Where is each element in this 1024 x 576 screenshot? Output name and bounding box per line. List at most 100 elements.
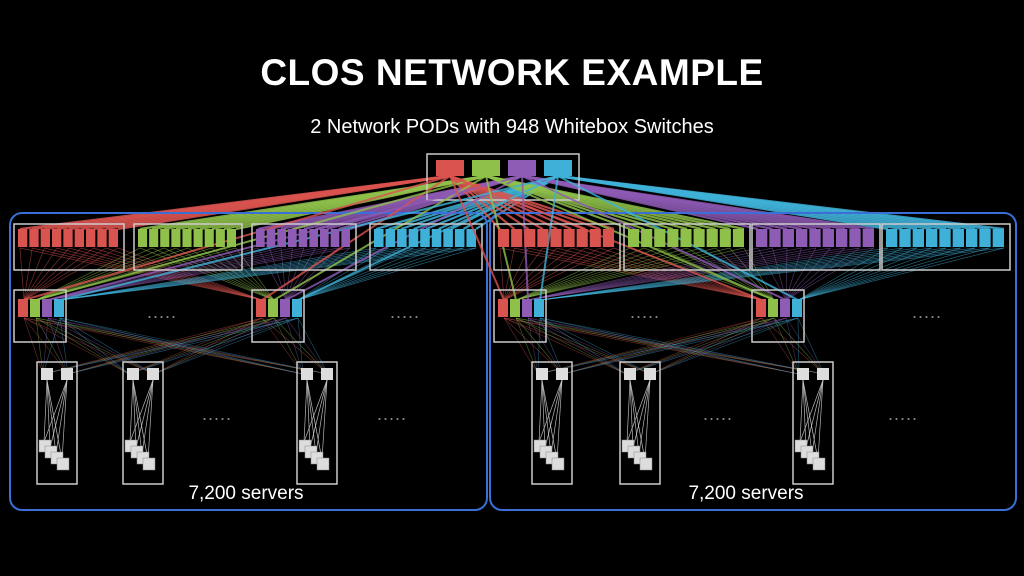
rack-box [122,361,164,485]
superspine-leaf-link [797,247,889,301]
superspine-switch [18,229,28,247]
leaf-rack-link [527,317,825,375]
superspine-leaf-link [59,247,477,301]
leaf-rack-link [59,317,69,375]
superspine-leaf-link [35,247,177,301]
superspine-leaf-link [503,247,615,301]
rack-link [129,379,134,443]
rack-box [619,361,661,485]
superspine-switch [204,229,214,247]
ellipsis-text: ..... [630,302,660,322]
slide-title: CLOS NETWORK EXAMPLE [260,52,764,93]
superspine-leaf-link [785,247,875,301]
tor-switch [127,368,139,380]
superspine-switch [641,229,653,247]
tor-switch [41,368,53,380]
superspine-leaf-link [571,247,763,301]
tor-switch [536,368,548,380]
superspine-leaf-link [515,247,745,301]
superspine-switch [796,229,808,247]
rack-box [296,361,338,485]
superspine-switch [979,229,991,247]
superspine-switch [602,229,614,247]
superspine-leaf-link [797,247,903,301]
superspine-leaf-link [542,247,763,301]
superspine-leaf-link [527,247,831,301]
rack-link [811,379,824,455]
fabric-switch [280,299,290,317]
superspine-switch [277,229,286,247]
superspine-leaf-link [297,247,477,301]
rack-link [805,379,824,449]
leaf-rack-link [35,317,69,375]
superspine-switch [40,229,50,247]
leaf-rack-link [773,317,825,375]
leaf-rack-link [797,317,800,375]
leaf-rack-link [261,317,304,375]
fabric-switch [510,299,520,317]
superspine-leaf-link [556,247,763,301]
rack-link [129,379,154,443]
superspine-switch [693,229,705,247]
server [316,457,330,471]
superspine-switch [732,229,744,247]
fabric-switch [768,299,778,317]
superspine-leaf-link [515,247,688,301]
superspine-switch [182,229,192,247]
leaf-rack-link [42,317,263,375]
fabric-switch [292,299,302,317]
server [142,457,156,471]
leaf-rack-link [35,317,155,375]
superspine-leaf-link [527,247,860,301]
spine-switch [472,160,500,176]
fabric-switch [42,299,52,317]
superspine-group-box [493,223,621,271]
network-links [19,174,1005,231]
server-rack [792,361,834,485]
tor-switch [147,368,159,380]
superspine-switch [537,229,549,247]
leaf-rack-link [515,317,800,375]
superspine-leaf-link [47,247,305,301]
server-rack [619,361,661,485]
superspine-leaf-link [785,247,802,301]
superspine-switch [719,229,731,247]
superspine-switch [769,229,781,247]
superspine-switch [226,229,236,247]
tor-switch [301,368,313,380]
leaf-rack-link [537,317,763,375]
superspine-switch [466,229,476,247]
rack-link [43,379,48,443]
fabric-switch [30,299,40,317]
leaf-rack-link [503,317,627,375]
superspine-group-box [881,223,1011,271]
rack-link [799,379,824,443]
superspine-switch [836,229,848,247]
spine-superspine-link [117,174,451,231]
rack-link [132,379,143,455]
leaf-rack-link [47,317,304,375]
network-nodes [9,153,1017,511]
rack-link [541,379,558,461]
rack-link [644,379,651,461]
fabric-switch [256,299,266,317]
superspine-switch [511,229,523,247]
rack-link [135,379,154,449]
leaf-rack-link [515,317,564,375]
leaf-rack-link [537,317,799,375]
spine-superspine-link [449,175,530,230]
spine-group-box [426,153,580,201]
ellipsis-text: ..... [377,404,407,424]
superspine-leaf-link [23,247,45,301]
superspine-switch [849,229,861,247]
superspine-leaf-link [297,247,452,301]
superspine-switch [341,229,350,247]
superspine-switch [330,229,340,247]
superspine-switch [397,229,407,247]
superspine-leaf-link [539,247,1005,301]
ellipsis-text: ..... [147,302,177,322]
tor-switch [61,368,73,380]
ellipsis-text: ..... [912,302,942,322]
rack-link [306,379,317,455]
rack-link [46,379,51,449]
